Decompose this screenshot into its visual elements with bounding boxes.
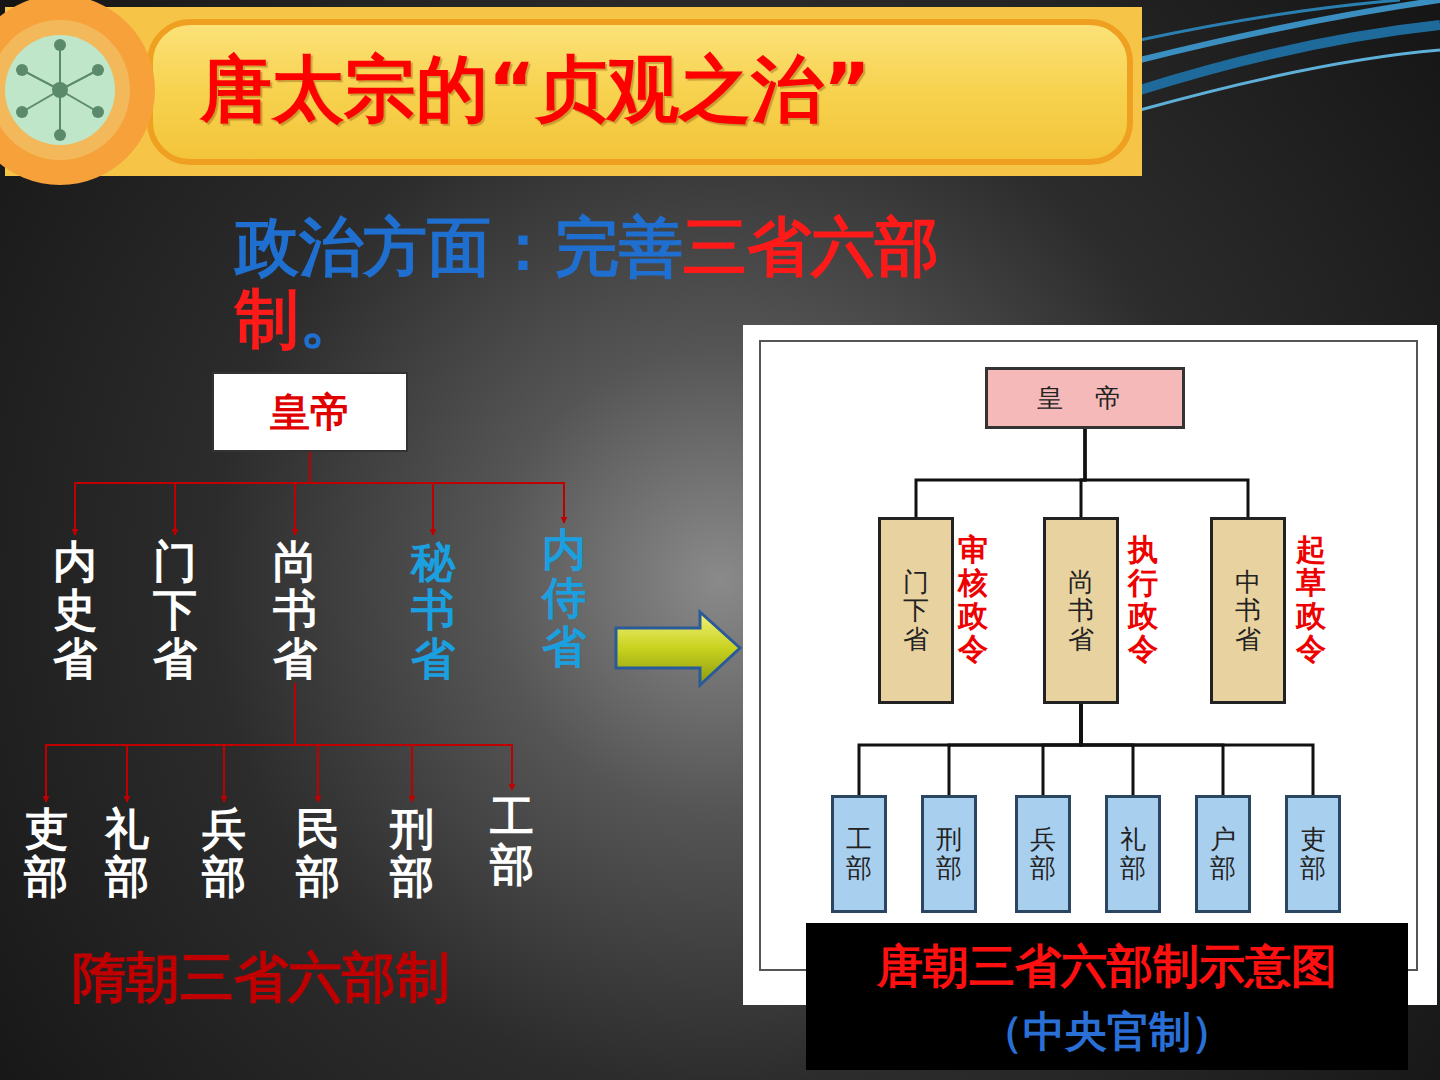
node-text: 礼部 (1120, 825, 1146, 882)
province-text: 门下省 (153, 538, 197, 683)
subtitle-part: 。 (299, 282, 363, 356)
connector (295, 683, 512, 790)
node-text: 户部 (1210, 825, 1236, 882)
connector (859, 704, 1081, 795)
ministry-text: 刑部 (390, 805, 434, 902)
ministry-text: 工部 (490, 793, 534, 890)
function-note: 起草政令 (1296, 533, 1326, 665)
province-text: 秘书省 (411, 538, 455, 683)
province-box: 中书省 (1210, 517, 1286, 704)
connector (1085, 429, 1248, 517)
tang-subcaption: （中央官制） (806, 1004, 1408, 1060)
ministry-text: 吏部 (24, 805, 68, 902)
connector (295, 452, 310, 535)
ministry-box: 兵部 (1015, 795, 1071, 913)
connector (295, 683, 318, 802)
ministry-text: 礼部 (105, 805, 149, 902)
title-banner (5, 7, 1142, 176)
node-text: 内史省 (53, 538, 97, 683)
function-note: 审核政令 (958, 533, 988, 665)
node-text: 中书省 (1235, 568, 1261, 654)
node-text: 刑部 (390, 805, 434, 902)
node-text: 吏部 (1300, 825, 1326, 882)
connector (1081, 704, 1133, 795)
connector (949, 704, 1081, 795)
tang-caption: 唐朝三省六部制示意图 (806, 936, 1408, 998)
title-banner-inner (150, 22, 1130, 162)
connector (46, 683, 295, 802)
subtitle: 政治方面：完善三省六部制。 (235, 212, 1005, 355)
ministry-text: 民部 (296, 805, 340, 902)
province-text: 内侍省 (542, 526, 586, 671)
ministry-text: 兵部 (202, 805, 246, 902)
node-text: 兵部 (202, 805, 246, 902)
node-text: 门下省 (903, 568, 929, 654)
node-text: 兵部 (1030, 825, 1056, 882)
connector (224, 683, 295, 802)
connector (1043, 704, 1081, 795)
subtitle-part: 政治方面：完善 (235, 210, 683, 284)
connector (295, 683, 412, 802)
node-text: 吏部 (24, 805, 68, 902)
function-note: 执行政令 (1128, 533, 1158, 665)
node-text: 秘书省 (411, 538, 455, 683)
connector (175, 452, 310, 535)
corner-swoosh (1140, 0, 1440, 110)
emperor-box: 皇帝 (212, 372, 408, 452)
caption-box (806, 923, 1408, 1070)
province-text: 尚书省 (273, 538, 317, 683)
connector (1081, 704, 1223, 795)
node-text: 礼部 (105, 805, 149, 902)
tang-frame (760, 341, 1417, 970)
node-text: 刑部 (936, 825, 962, 882)
node-text: 尚书省 (1068, 568, 1094, 654)
node-text: 门下省 (153, 538, 197, 683)
node-text: 工部 (490, 793, 534, 890)
node-text: 皇帝 (270, 385, 350, 440)
ministry-box: 礼部 (1105, 795, 1161, 913)
emperor-box: 皇 帝 (985, 367, 1185, 429)
province-box: 门下省 (878, 517, 954, 704)
node-text: 尚书省 (273, 538, 317, 683)
flower-icon (0, 0, 155, 185)
node-text: 皇 帝 (1037, 381, 1133, 416)
tang-panel (743, 325, 1437, 1005)
node-text: 工部 (846, 825, 872, 882)
ministry-box: 吏部 (1285, 795, 1341, 913)
slide-title: 唐太宗的“贞观之治” (200, 42, 1130, 138)
connector (1081, 704, 1313, 795)
sui-caption: 隋朝三省六部制 (72, 942, 450, 1015)
node-text: 内侍省 (542, 526, 586, 671)
node-text: 民部 (296, 805, 340, 902)
connector (75, 452, 310, 535)
province-text: 内史省 (53, 538, 97, 683)
ministry-box: 工部 (831, 795, 887, 913)
province-box: 尚书省 (1043, 517, 1119, 704)
transition-arrow (616, 612, 740, 685)
ministry-box: 户部 (1195, 795, 1251, 913)
connector (127, 683, 295, 802)
connector (310, 452, 433, 535)
connector (310, 452, 564, 523)
connector (916, 429, 1085, 517)
ministry-box: 刑部 (921, 795, 977, 913)
